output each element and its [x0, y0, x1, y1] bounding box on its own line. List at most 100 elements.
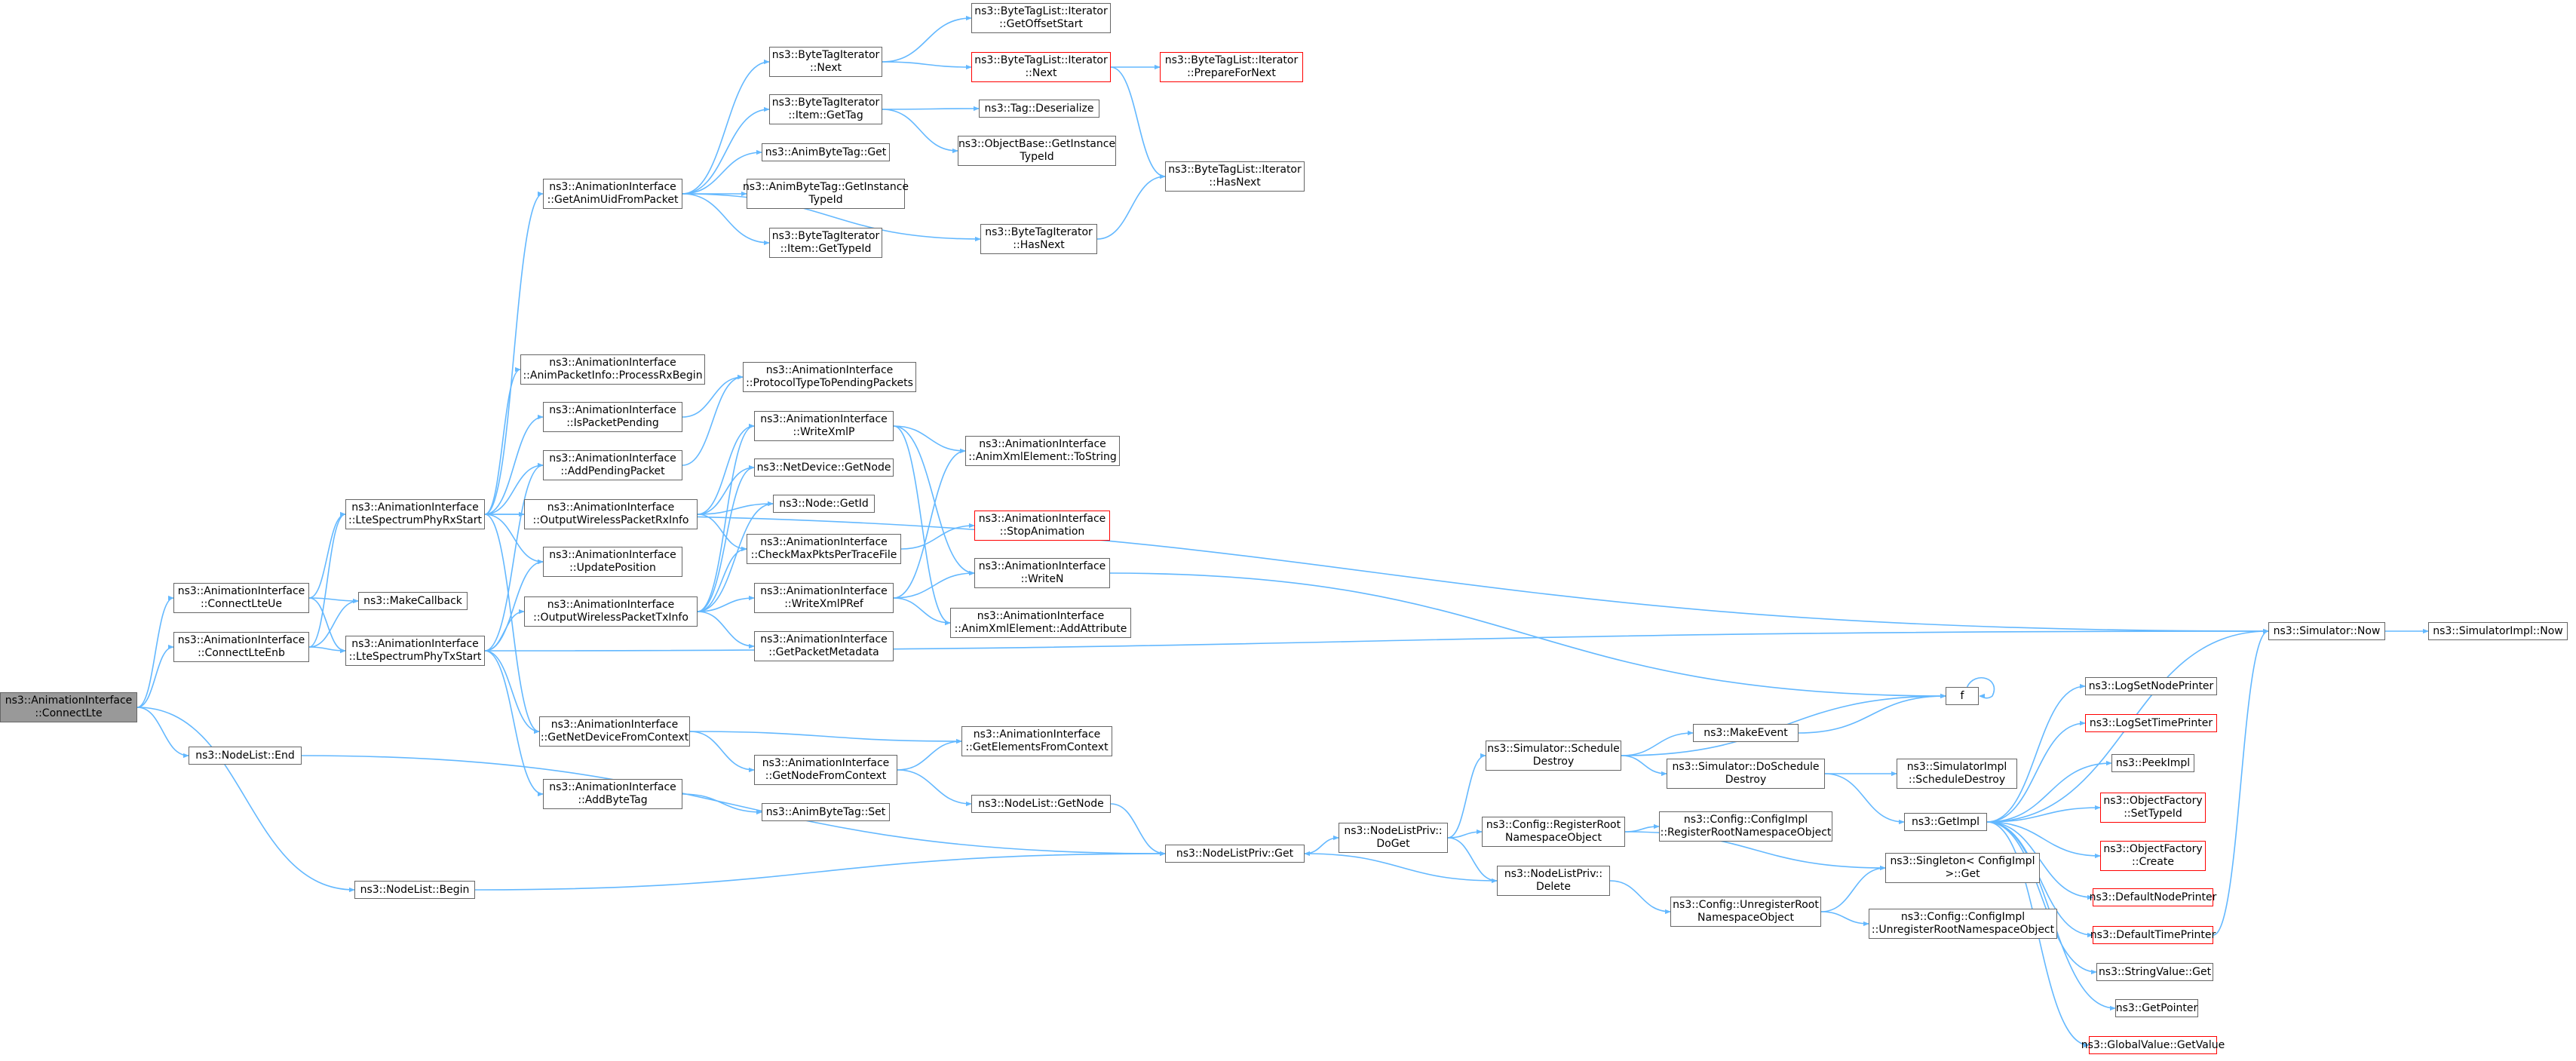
node-node-list-begin[interactable]: ns3::NodeList::Begin — [354, 881, 475, 899]
node-peek-impl[interactable]: ns3::PeekImpl — [2111, 754, 2194, 772]
edge-nlp-get-to-nlp-do-get — [1304, 835, 1339, 854]
edge-f-to-f — [1966, 677, 1995, 699]
node-get-anim-uid[interactable]: ns3::AnimationInterface ::GetAnimUidFrom… — [543, 179, 682, 209]
edge-write-xml-pref-to-anim-xml-to-string — [893, 448, 966, 599]
node-sim-impl-now[interactable]: ns3::SimulatorImpl::Now — [2428, 622, 2568, 640]
node-tag-deserialize[interactable]: ns3::Tag::Deserialize — [979, 100, 1099, 118]
node-add-pending-packet[interactable]: ns3::AnimationInterface ::AddPendingPack… — [543, 450, 682, 480]
node-sim-now[interactable]: ns3::Simulator::Now — [2268, 622, 2385, 640]
node-nlp-delete[interactable]: ns3::NodeListPriv:: Delete — [1497, 866, 1610, 896]
node-nlp-get[interactable]: ns3::NodeListPriv::Get — [1165, 845, 1305, 863]
edge-out-rx-to-write-xml-p — [697, 423, 755, 515]
edge-nlp-delete-to-cfg-unregister-root — [1609, 880, 1671, 915]
node-update-position[interactable]: ns3::AnimationInterface ::UpdatePosition — [543, 547, 682, 577]
edge-out-rx-to-net-device-get-node — [697, 465, 755, 515]
node-btl-get-offset-start[interactable]: ns3::ByteTagList::Iterator ::GetOffsetSt… — [971, 3, 1111, 33]
node-bti-has-next[interactable]: ns3::ByteTagIterator ::HasNext — [980, 224, 1097, 254]
node-anim-xml-add-attr[interactable]: ns3::AnimationInterface ::AnimXmlElement… — [950, 608, 1131, 638]
node-nlp-do-get[interactable]: ns3::NodeListPriv:: DoGet — [1339, 823, 1448, 853]
node-btl-next[interactable]: ns3::ByteTagList::Iterator ::Next — [971, 52, 1111, 82]
node-get-node-from-ctx[interactable]: ns3::AnimationInterface ::GetNodeFromCon… — [754, 755, 897, 785]
node-write-xml-p[interactable]: ns3::AnimationInterface ::WriteXmlP — [754, 411, 894, 441]
edge-cfg-register-root-to-cfg-impl-register-root — [1624, 823, 1660, 833]
node-global-value-get-value[interactable]: ns3::GlobalValue::GetValue — [2081, 1036, 2225, 1054]
node-singleton-get[interactable]: ns3::Singleton< ConfigImpl >::Get — [1885, 853, 2040, 883]
node-f[interactable]: f — [1946, 687, 1979, 705]
node-anim-xml-to-string[interactable]: ns3::AnimationInterface ::AnimXmlElement… — [965, 436, 1120, 466]
node-cfg-impl-unregister-root[interactable]: ns3::Config::ConfigImpl ::UnregisterRoot… — [1869, 909, 2057, 939]
node-log-set-node-printer[interactable]: ns3::LogSetNodePrinter — [2085, 677, 2217, 695]
edge-get-impl-to-peek-impl — [1986, 760, 2112, 823]
node-get-pointer[interactable]: ns3::GetPointer — [2115, 999, 2198, 1017]
node-write-n[interactable]: ns3::AnimationInterface ::WriteN — [974, 558, 1110, 588]
node-net-device-get-node[interactable]: ns3::NetDevice::GetNode — [754, 458, 894, 477]
node-lte-rx[interactable]: ns3::AnimationInterface ::LteSpectrumPhy… — [345, 499, 485, 529]
edge-root-to-node-list-end — [136, 707, 189, 759]
node-btl-has-next[interactable]: ns3::ByteTagList::Iterator ::HasNext — [1165, 161, 1305, 192]
node-out-tx[interactable]: ns3::AnimationInterface ::OutputWireless… — [524, 596, 698, 627]
edge-get-anim-uid-to-bti-item-get-tag — [682, 106, 770, 195]
node-bti-item-get-type-id[interactable]: ns3::ByteTagIterator ::Item::GetTypeId — [769, 228, 882, 258]
edge-check-max-pkts-to-stop-animation — [900, 523, 975, 550]
edge-out-tx-to-write-xml-pref — [697, 595, 755, 612]
node-of-create[interactable]: ns3::ObjectFactory ::Create — [2100, 841, 2206, 871]
edge-lte-tx-to-update-position — [484, 559, 544, 652]
node-default-time-printer[interactable]: ns3::DefaultTimePrinter — [2090, 926, 2216, 944]
edge-make-event-to-f — [1798, 693, 1946, 734]
edge-add-byte-tag-to-abt-set — [682, 793, 762, 815]
node-get-packet-metadata[interactable]: ns3::AnimationInterface ::GetPacketMetad… — [754, 631, 894, 661]
edge-connect-lte-enb-to-lte-rx — [308, 511, 346, 648]
edge-out-tx-to-node-get-id — [697, 501, 774, 612]
node-node-list-end[interactable]: ns3::NodeList::End — [189, 747, 302, 765]
edge-write-xml-p-to-anim-xml-to-string — [893, 425, 966, 454]
edge-root-to-connect-lte-ue — [136, 595, 174, 708]
node-make-event[interactable]: ns3::MakeEvent — [1693, 724, 1799, 742]
node-write-xml-pref[interactable]: ns3::AnimationInterface ::WriteXmlPRef — [754, 583, 894, 613]
node-out-rx[interactable]: ns3::AnimationInterface ::OutputWireless… — [524, 499, 698, 529]
edge-lte-tx-to-add-byte-tag — [484, 650, 544, 797]
edge-get-net-dev-from-ctx-to-get-node-from-ctx — [689, 731, 755, 773]
node-lte-tx[interactable]: ns3::AnimationInterface ::LteSpectrumPhy… — [345, 636, 485, 666]
node-bti-item-get-tag[interactable]: ns3::ByteTagIterator ::Item::GetTag — [769, 94, 882, 124]
edge-get-impl-to-of-create — [1986, 821, 2101, 859]
edge-sim-sched-destroy-to-sim-do-sched-destroy — [1621, 755, 1667, 777]
node-of-set-type-id[interactable]: ns3::ObjectFactory ::SetTypeId — [2100, 793, 2206, 823]
edge-connect-lte-enb-to-make-callback — [308, 598, 359, 648]
node-proto-type-to-pending[interactable]: ns3::AnimationInterface ::ProtocolTypeTo… — [743, 362, 916, 392]
edge-get-impl-to-log-set-node-printer — [1986, 683, 2086, 823]
node-make-callback[interactable]: ns3::MakeCallback — [358, 592, 468, 610]
node-cfg-impl-register-root[interactable]: ns3::Config::ConfigImpl ::RegisterRootNa… — [1659, 811, 1832, 842]
node-btl-prepare-for-next[interactable]: ns3::ByteTagList::Iterator ::PrepareForN… — [1160, 52, 1303, 82]
edge-get-impl-to-default-node-printer — [1986, 821, 2093, 900]
node-check-max-pkts[interactable]: ns3::AnimationInterface ::CheckMaxPktsPe… — [747, 534, 901, 564]
node-default-node-printer[interactable]: ns3::DefaultNodePrinter — [2090, 888, 2216, 906]
node-connect-lte-ue[interactable]: ns3::AnimationInterface ::ConnectLteUe — [173, 583, 309, 613]
node-string-value-get[interactable]: ns3::StringValue::Get — [2096, 963, 2213, 981]
node-sim-impl-sched-destroy[interactable]: ns3::SimulatorImpl ::ScheduleDestroy — [1897, 759, 2017, 789]
node-node-get-id[interactable]: ns3::Node::GetId — [773, 495, 875, 513]
edge-lte-rx-to-add-pending-packet — [484, 462, 544, 515]
node-abt-get-instance-type-id[interactable]: ns3::AnimByteTag::GetInstance TypeId — [743, 179, 909, 209]
node-cfg-register-root[interactable]: ns3::Config::RegisterRoot NamespaceObjec… — [1482, 817, 1625, 847]
node-log-set-time-printer[interactable]: ns3::LogSetTimePrinter — [2085, 714, 2217, 732]
node-sim-do-sched-destroy[interactable]: ns3::Simulator::DoSchedule Destroy — [1667, 759, 1825, 789]
node-add-byte-tag[interactable]: ns3::AnimationInterface ::AddByteTag — [543, 779, 682, 809]
node-obj-base-get-instance-type-id[interactable]: ns3::ObjectBase::GetInstance TypeId — [958, 136, 1116, 166]
node-get-elements-from-ctx[interactable]: ns3::AnimationInterface ::GetElementsFro… — [961, 726, 1112, 756]
node-connect-lte-enb[interactable]: ns3::AnimationInterface ::ConnectLteEnb — [173, 632, 309, 662]
node-get-impl[interactable]: ns3::GetImpl — [1904, 813, 1987, 831]
node-is-packet-pending[interactable]: ns3::AnimationInterface ::IsPacketPendin… — [543, 402, 682, 432]
node-process-rx-begin[interactable]: ns3::AnimationInterface ::AnimPacketInfo… — [520, 354, 705, 385]
node-bti-next[interactable]: ns3::ByteTagIterator ::Next — [769, 47, 882, 77]
node-abt-set[interactable]: ns3::AnimByteTag::Set — [762, 803, 890, 821]
edge-write-xml-pref-to-anim-xml-add-attr — [893, 597, 951, 626]
node-cfg-unregister-root[interactable]: ns3::Config::UnregisterRoot NamespaceObj… — [1670, 897, 1821, 927]
node-abt-get[interactable]: ns3::AnimByteTag::Get — [762, 143, 890, 161]
edge-add-pending-packet-to-proto-type-to-pending — [682, 374, 744, 466]
edge-lte-rx-to-process-rx-begin — [484, 366, 521, 515]
node-node-list-get-node[interactable]: ns3::NodeList::GetNode — [971, 795, 1111, 813]
node-stop-animation[interactable]: ns3::AnimationInterface ::StopAnimation — [974, 511, 1110, 541]
edge-node-list-get-node-to-nlp-get — [1110, 803, 1166, 857]
node-sim-sched-destroy[interactable]: ns3::Simulator::Schedule Destroy — [1486, 741, 1621, 771]
node-get-net-dev-from-ctx[interactable]: ns3::AnimationInterface ::GetNetDeviceFr… — [539, 716, 690, 747]
